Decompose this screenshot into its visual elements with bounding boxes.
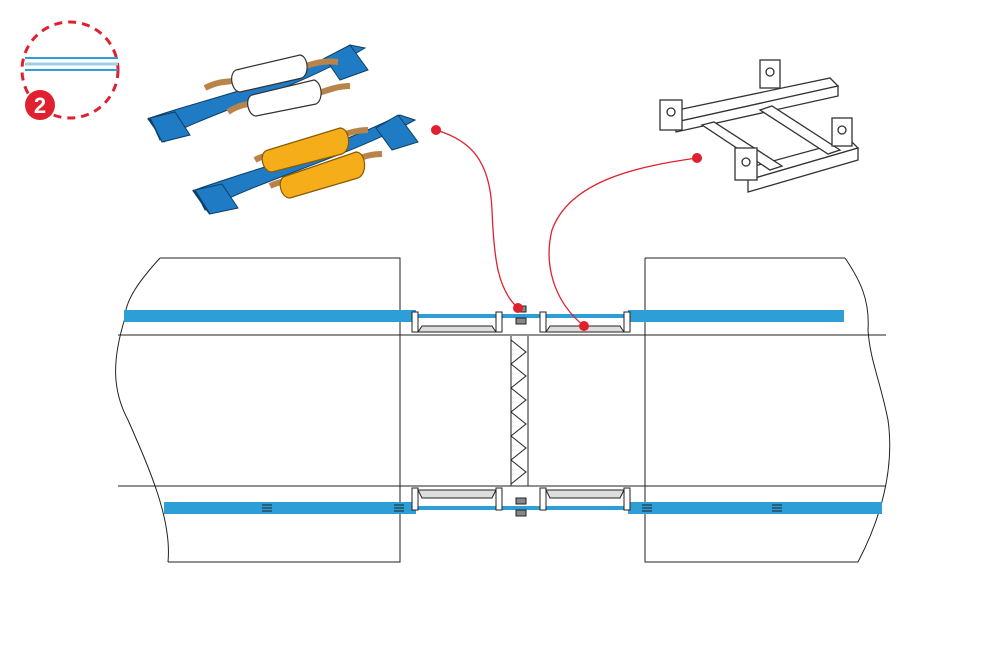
bottom-cable-band [164,502,882,514]
step-badge-icon: 2 [20,20,120,120]
cable-joint-yellow-icon [192,114,419,215]
top-cable-band [124,310,844,322]
joint-bracket-top-left [411,311,503,333]
joint-marker-bottom [515,497,527,517]
callout-cable-joints [431,125,523,313]
band-hatch-marks [262,504,782,512]
cable-trench-section [115,257,891,563]
center-separator [510,336,529,486]
step-badge-number: 2 [34,93,46,118]
cable-joint-white-icon [147,44,369,143]
joint-bracket-bottom-left [411,487,503,511]
joint-support-frame-icon [659,59,860,193]
callout-support-frame [548,153,702,331]
joint-bracket-bottom-right [539,487,631,511]
